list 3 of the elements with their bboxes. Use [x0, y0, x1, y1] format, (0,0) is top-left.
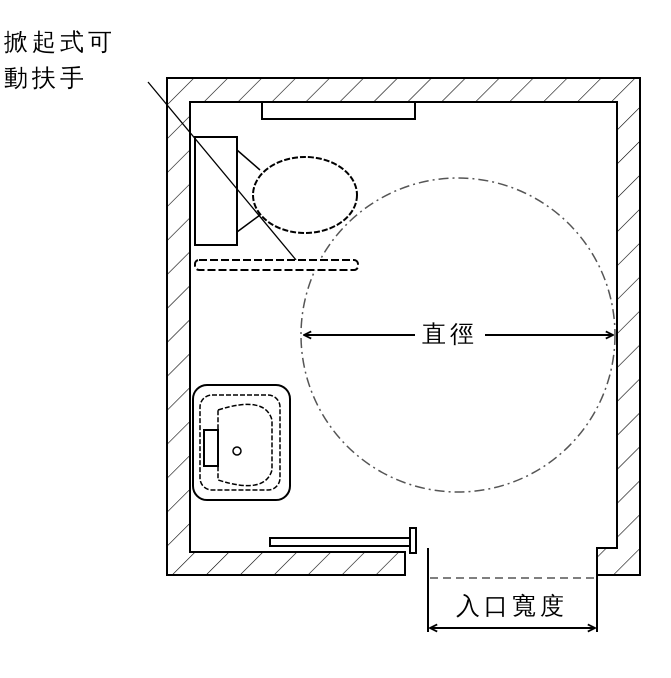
grab-bar	[194, 259, 359, 271]
callout-label: 掀起式可動扶手	[4, 24, 126, 96]
leader-line	[148, 82, 297, 260]
